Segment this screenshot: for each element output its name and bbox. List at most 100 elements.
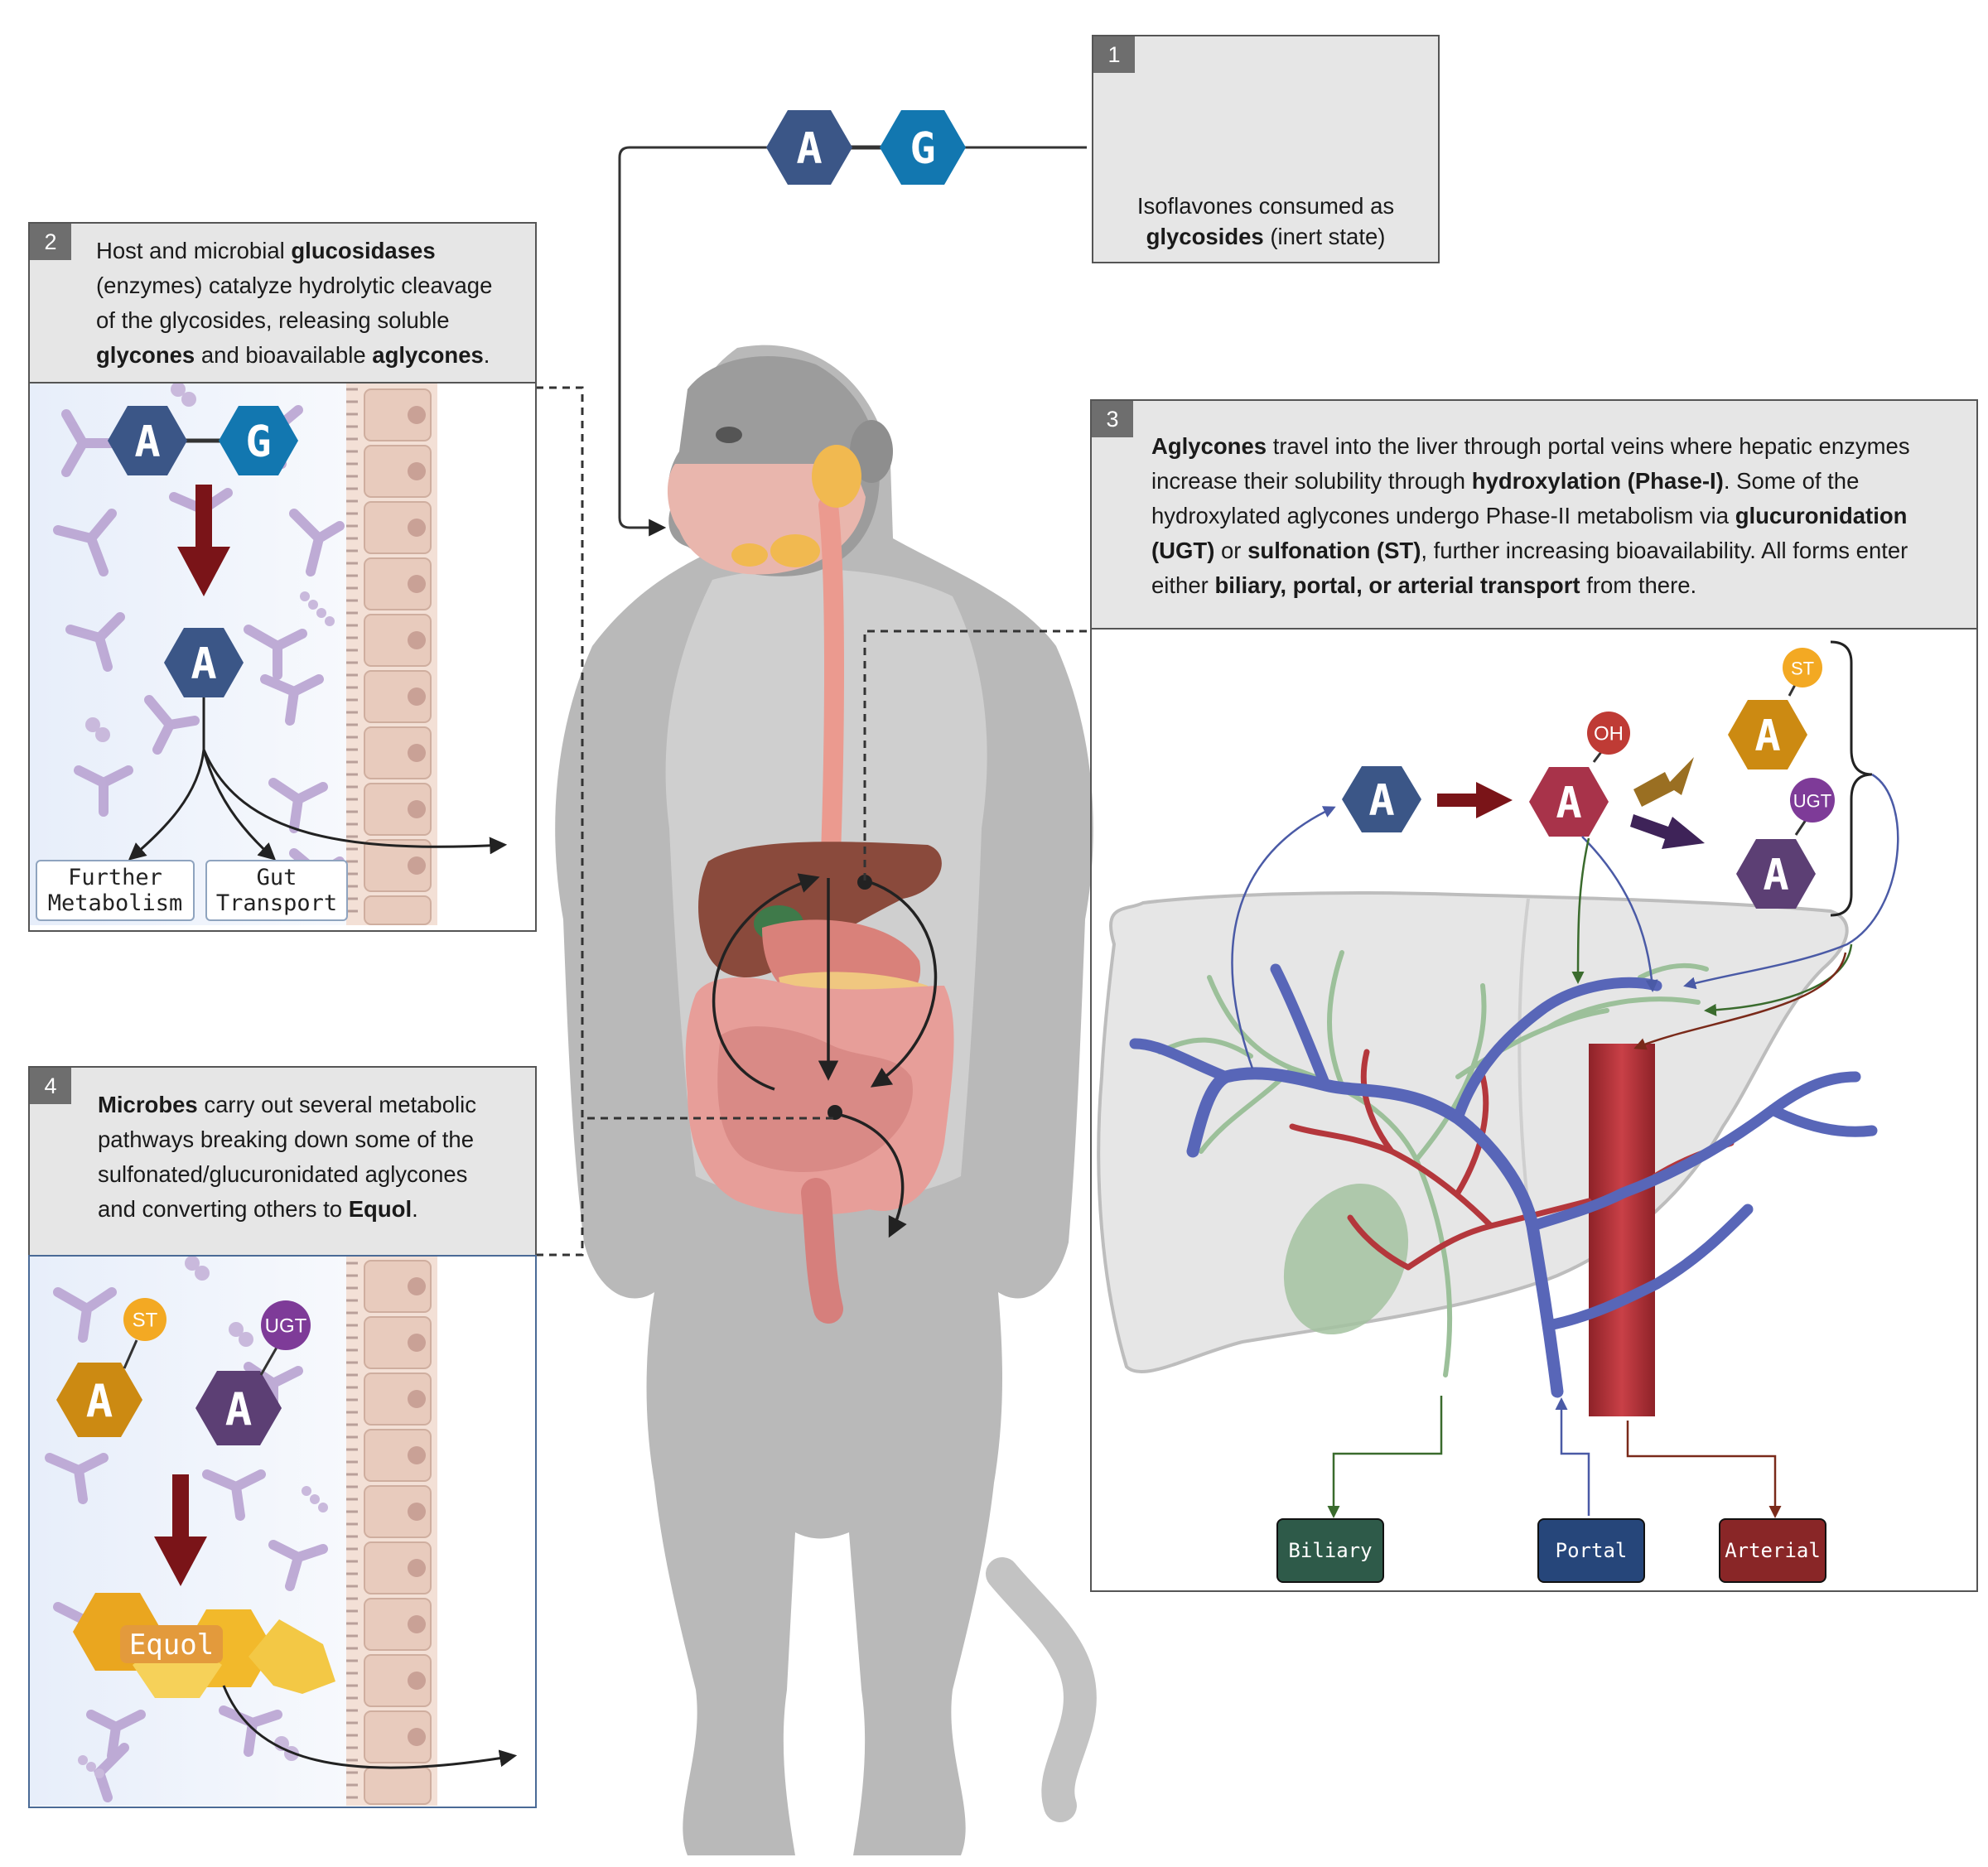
panel-3-header: 3 Aglycones travel into the liver throug… — [1090, 399, 1978, 630]
glucuronidated-aglycone-4: A UGT — [195, 1300, 311, 1445]
aglycone-label-liver: A — [1368, 776, 1394, 826]
glucuronidation-arrow — [1630, 814, 1705, 849]
sulfonation-arrow — [1633, 757, 1694, 807]
ugt-badge-label-liver: UGT — [1793, 791, 1831, 812]
step-number-4: 4 — [30, 1068, 71, 1104]
gut-l2: Transport — [215, 890, 338, 916]
p4-t5: . — [412, 1196, 418, 1222]
st-badge-label-4: ST — [133, 1310, 158, 1332]
p3-t4: hydroxylated aglycones undergo Phase-II … — [1151, 503, 1735, 528]
p3-t5: or — [1214, 538, 1248, 563]
phase1-arrow — [1437, 782, 1513, 818]
microbe-dots-2 — [85, 382, 335, 742]
p2-t1: Host and microbial — [96, 238, 292, 263]
conversion-arrow-4 — [154, 1474, 207, 1586]
p3-b3: glucuronidation — [1735, 503, 1908, 528]
p2-t5: . — [483, 342, 490, 368]
panel-2-header: 2 Host and microbial glucosidases (enzym… — [28, 222, 537, 384]
export-arrow-4 — [222, 1685, 518, 1769]
connector-lines — [536, 146, 1087, 1257]
p4-t2: pathways breaking down some of the — [98, 1126, 475, 1152]
p2-b3: aglycones — [372, 342, 484, 368]
branch-arrows-2 — [128, 697, 508, 861]
biliary-box: Biliary — [1276, 1518, 1384, 1583]
p4-t3: sulfonated/glucuronidated aglycones — [98, 1161, 468, 1187]
liver-flow-arrows — [1231, 773, 1899, 1518]
panel-1: 1 Isoflavones consumed as glycosides (in… — [1092, 35, 1440, 263]
glycone-hexagon — [880, 110, 966, 185]
oh-badge-label: OH — [1594, 723, 1624, 745]
panel-2-text: Host and microbial glucosidases (enzymes… — [96, 234, 527, 373]
equol-label: Equol — [129, 1628, 214, 1662]
ugt-aglycone-label: A — [225, 1384, 253, 1436]
esophagus — [818, 495, 844, 888]
panel-3-body — [1090, 628, 1978, 1592]
glucuronidated-aglycone-liver: A UGT — [1736, 778, 1835, 909]
aglycone-liver: A — [1342, 766, 1421, 832]
p3-b1: Aglycones — [1151, 433, 1267, 459]
glycone-label: G — [910, 124, 935, 174]
arterial-box: Arterial — [1719, 1518, 1826, 1583]
st-aglycone-label-liver: A — [1754, 712, 1780, 761]
hydrolysis-arrow-2 — [177, 485, 230, 596]
p3-t6: , further increasing bioavailability. Al… — [1421, 538, 1908, 563]
circulation-arrows — [712, 873, 938, 1238]
panel-3-text: Aglycones travel into the liver through … — [1151, 429, 1971, 603]
st-badge-label-liver: ST — [1791, 659, 1814, 679]
p2-t4: and bioavailable — [195, 342, 373, 368]
intestine-point — [828, 1105, 842, 1120]
panel-1-text-rest: (inert state) — [1263, 224, 1386, 249]
p3-b5: sulfonation (ST) — [1247, 538, 1421, 563]
sulfonated-aglycone-liver: A ST — [1728, 648, 1822, 769]
p2-b1: glucosidases — [291, 238, 436, 263]
p3-t7: either — [1151, 572, 1215, 598]
panel-2-body — [28, 382, 537, 932]
sulfonated-aglycone-4: A ST — [56, 1298, 166, 1437]
p3-t8: from there. — [1580, 572, 1697, 598]
glycoside-molecule-panel2: A G — [108, 406, 298, 475]
aglycone-label-3: A — [191, 639, 216, 689]
p4-t4: and converting others to — [98, 1196, 349, 1222]
p2-b2: glycones — [96, 342, 195, 368]
salivary-glands — [731, 445, 861, 567]
p4-t1: carry out several metabolic — [197, 1092, 476, 1117]
panel-1-caption: Isoflavones consumed as glycosides (iner… — [1093, 191, 1438, 252]
equol-molecule: Equol — [73, 1593, 335, 1698]
glycoside-molecule-top: A G — [766, 110, 966, 185]
p2-t2: (enzymes) catalyze hydrolytic cleavage — [96, 273, 493, 298]
panel-1-text-a: Isoflavones consumed as — [1136, 193, 1395, 219]
ugt-badge-label-4: UGT — [265, 1315, 307, 1338]
ugt-aglycone-label-liver: A — [1763, 851, 1788, 900]
intestinal-wall-4 — [346, 1255, 437, 1806]
aglycone-label-2: A — [134, 417, 160, 467]
gut-l1: Gut — [256, 865, 297, 890]
further-l2: Metabolism — [47, 890, 183, 916]
p4-b2: Equol — [348, 1196, 413, 1222]
hydroxylated-aglycone: A OH — [1529, 712, 1630, 837]
liver-point — [857, 875, 872, 890]
p4-b1: Microbes — [98, 1092, 198, 1117]
p2-t3: of the glycosides, releasing soluble — [96, 307, 450, 333]
panel-1-text-bold: glycosides — [1146, 224, 1264, 249]
step-number-3: 3 — [1092, 401, 1133, 437]
bile-ducts — [1157, 950, 1709, 1377]
p3-b2: hydroxylation (Phase-I) — [1471, 468, 1724, 494]
aglycone-hexagon — [766, 110, 852, 185]
p3-t2: increase their solubility through — [1151, 468, 1472, 494]
portal-veins — [1129, 963, 1878, 1398]
digestive-organs — [685, 842, 954, 1324]
panel-4-body — [28, 1255, 537, 1808]
further-l1: Further — [68, 865, 162, 890]
p3-t3: . Some of the — [1723, 468, 1860, 494]
oh-aglycone-label: A — [1556, 779, 1581, 828]
aorta — [1589, 1044, 1655, 1416]
p3-b6: biliary, portal, or arterial transport — [1214, 572, 1580, 598]
intestinal-wall-2 — [346, 383, 437, 925]
p3-b4: (UGT) — [1151, 538, 1215, 563]
aglycone-molecule-2: A — [164, 628, 244, 697]
portal-box: Portal — [1537, 1518, 1645, 1583]
panel-4-header: 4 Microbes carry out several metabolic p… — [28, 1066, 537, 1257]
